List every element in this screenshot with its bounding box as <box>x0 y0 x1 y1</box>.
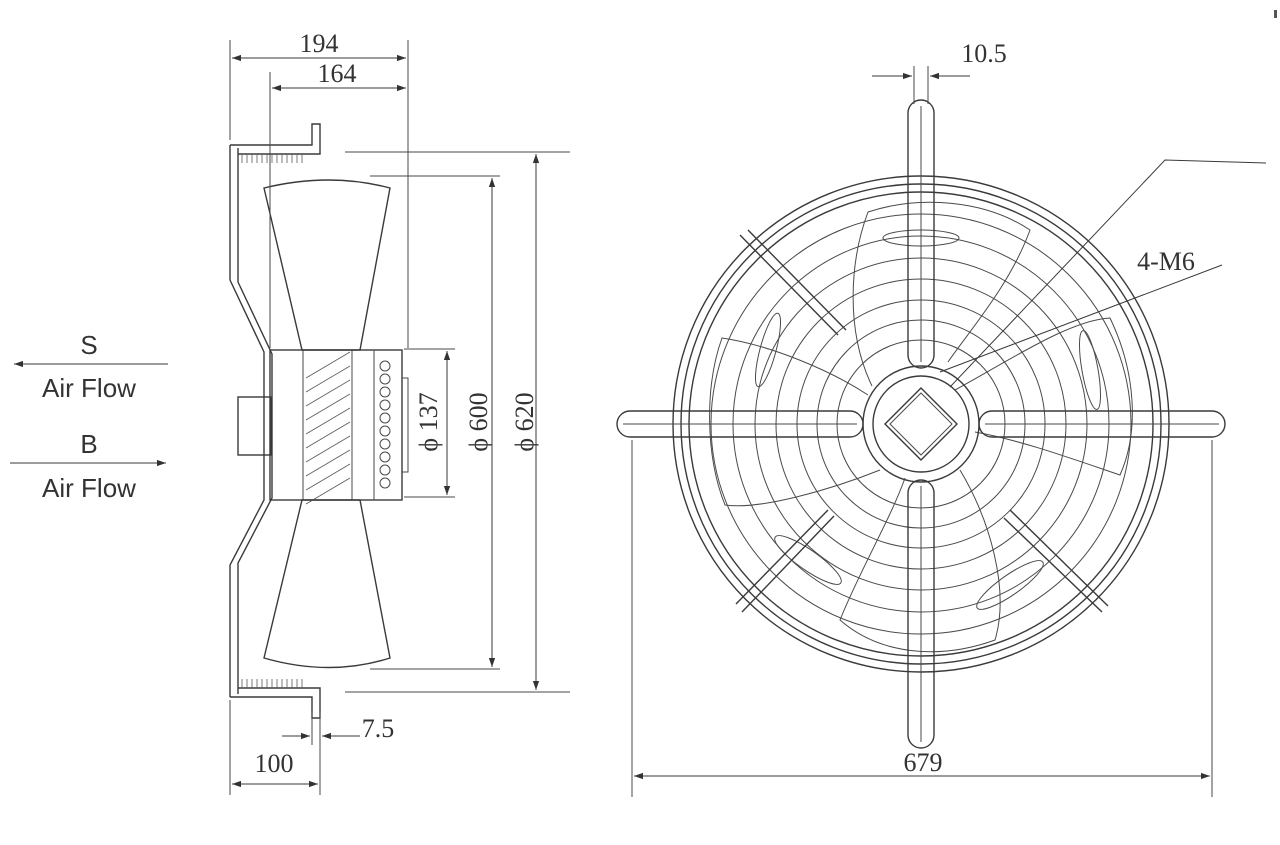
hatch-line <box>305 407 351 435</box>
guard-frame-outer <box>229 145 265 697</box>
dim-194-label: 194 <box>300 29 339 58</box>
upper-blade <box>263 179 391 351</box>
top-flange-ribs <box>241 154 303 163</box>
motor-bolt <box>379 464 391 476</box>
dim-100-label: 100 <box>255 749 294 778</box>
airflow-b-text: Air Flow <box>42 473 136 503</box>
hatch-line <box>305 449 351 477</box>
airflow-legend: S Air Flow B Air Flow <box>10 330 168 503</box>
motor-body <box>269 349 403 501</box>
motor-bolt <box>379 360 391 372</box>
hatch-line <box>305 379 351 407</box>
arm-right <box>978 410 1226 438</box>
hub-square <box>884 387 958 461</box>
hatch-line <box>305 393 351 421</box>
motor-hatching <box>305 351 351 505</box>
corner-mark <box>1274 10 1277 18</box>
hatch-line <box>305 421 351 449</box>
arm-bottom <box>907 479 935 749</box>
motor-bolt <box>379 425 391 437</box>
airflow-b-label: B <box>80 429 97 459</box>
motor-bolt-row <box>379 360 391 489</box>
motor-bolt <box>379 373 391 385</box>
arm-left <box>616 410 864 438</box>
dim-4m6-label: 4-M6 <box>1137 247 1195 276</box>
hub-outer <box>862 365 980 483</box>
leader-line-4m6 <box>939 264 1223 373</box>
hatch-line <box>305 435 351 463</box>
motor-bolt <box>379 451 391 463</box>
motor-bolt <box>379 438 391 450</box>
arm-top <box>907 99 935 369</box>
bottom-flange-ribs <box>241 679 303 688</box>
lower-blade <box>263 499 391 669</box>
top-flange <box>230 123 321 155</box>
hatch-line <box>305 365 351 393</box>
dim-phi137-label: ϕ 137 <box>414 392 443 451</box>
hatch-line <box>305 351 351 379</box>
airflow-s-text: Air Flow <box>42 373 136 403</box>
dim-phi620-label: ϕ 620 <box>510 392 539 451</box>
leader-line-upper <box>949 159 1267 388</box>
motor-bolt <box>379 477 391 489</box>
shaft-stub <box>237 396 272 456</box>
motor-bolt <box>379 399 391 411</box>
side-view: 194 164 ϕ 137 ϕ 600 ϕ 620 7.5 100 <box>229 29 570 795</box>
bottom-flange <box>230 687 321 719</box>
dim-10-5-label: 10.5 <box>961 39 1007 68</box>
dim-679-label: 679 <box>904 748 943 777</box>
dim-7-5-label: 7.5 <box>362 714 395 743</box>
hatch-line <box>305 463 351 491</box>
guard-struts <box>735 229 1109 613</box>
dim-phi600-label: ϕ 600 <box>464 392 493 451</box>
motor-bolt <box>379 412 391 424</box>
guard-frame-inner <box>237 148 273 694</box>
guard-ring <box>836 339 1006 509</box>
front-view: 10.5 4-M6 679 <box>616 39 1267 797</box>
airflow-s-label: S <box>80 330 97 360</box>
motor-bolt <box>379 386 391 398</box>
dim-164-label: 164 <box>318 59 357 88</box>
